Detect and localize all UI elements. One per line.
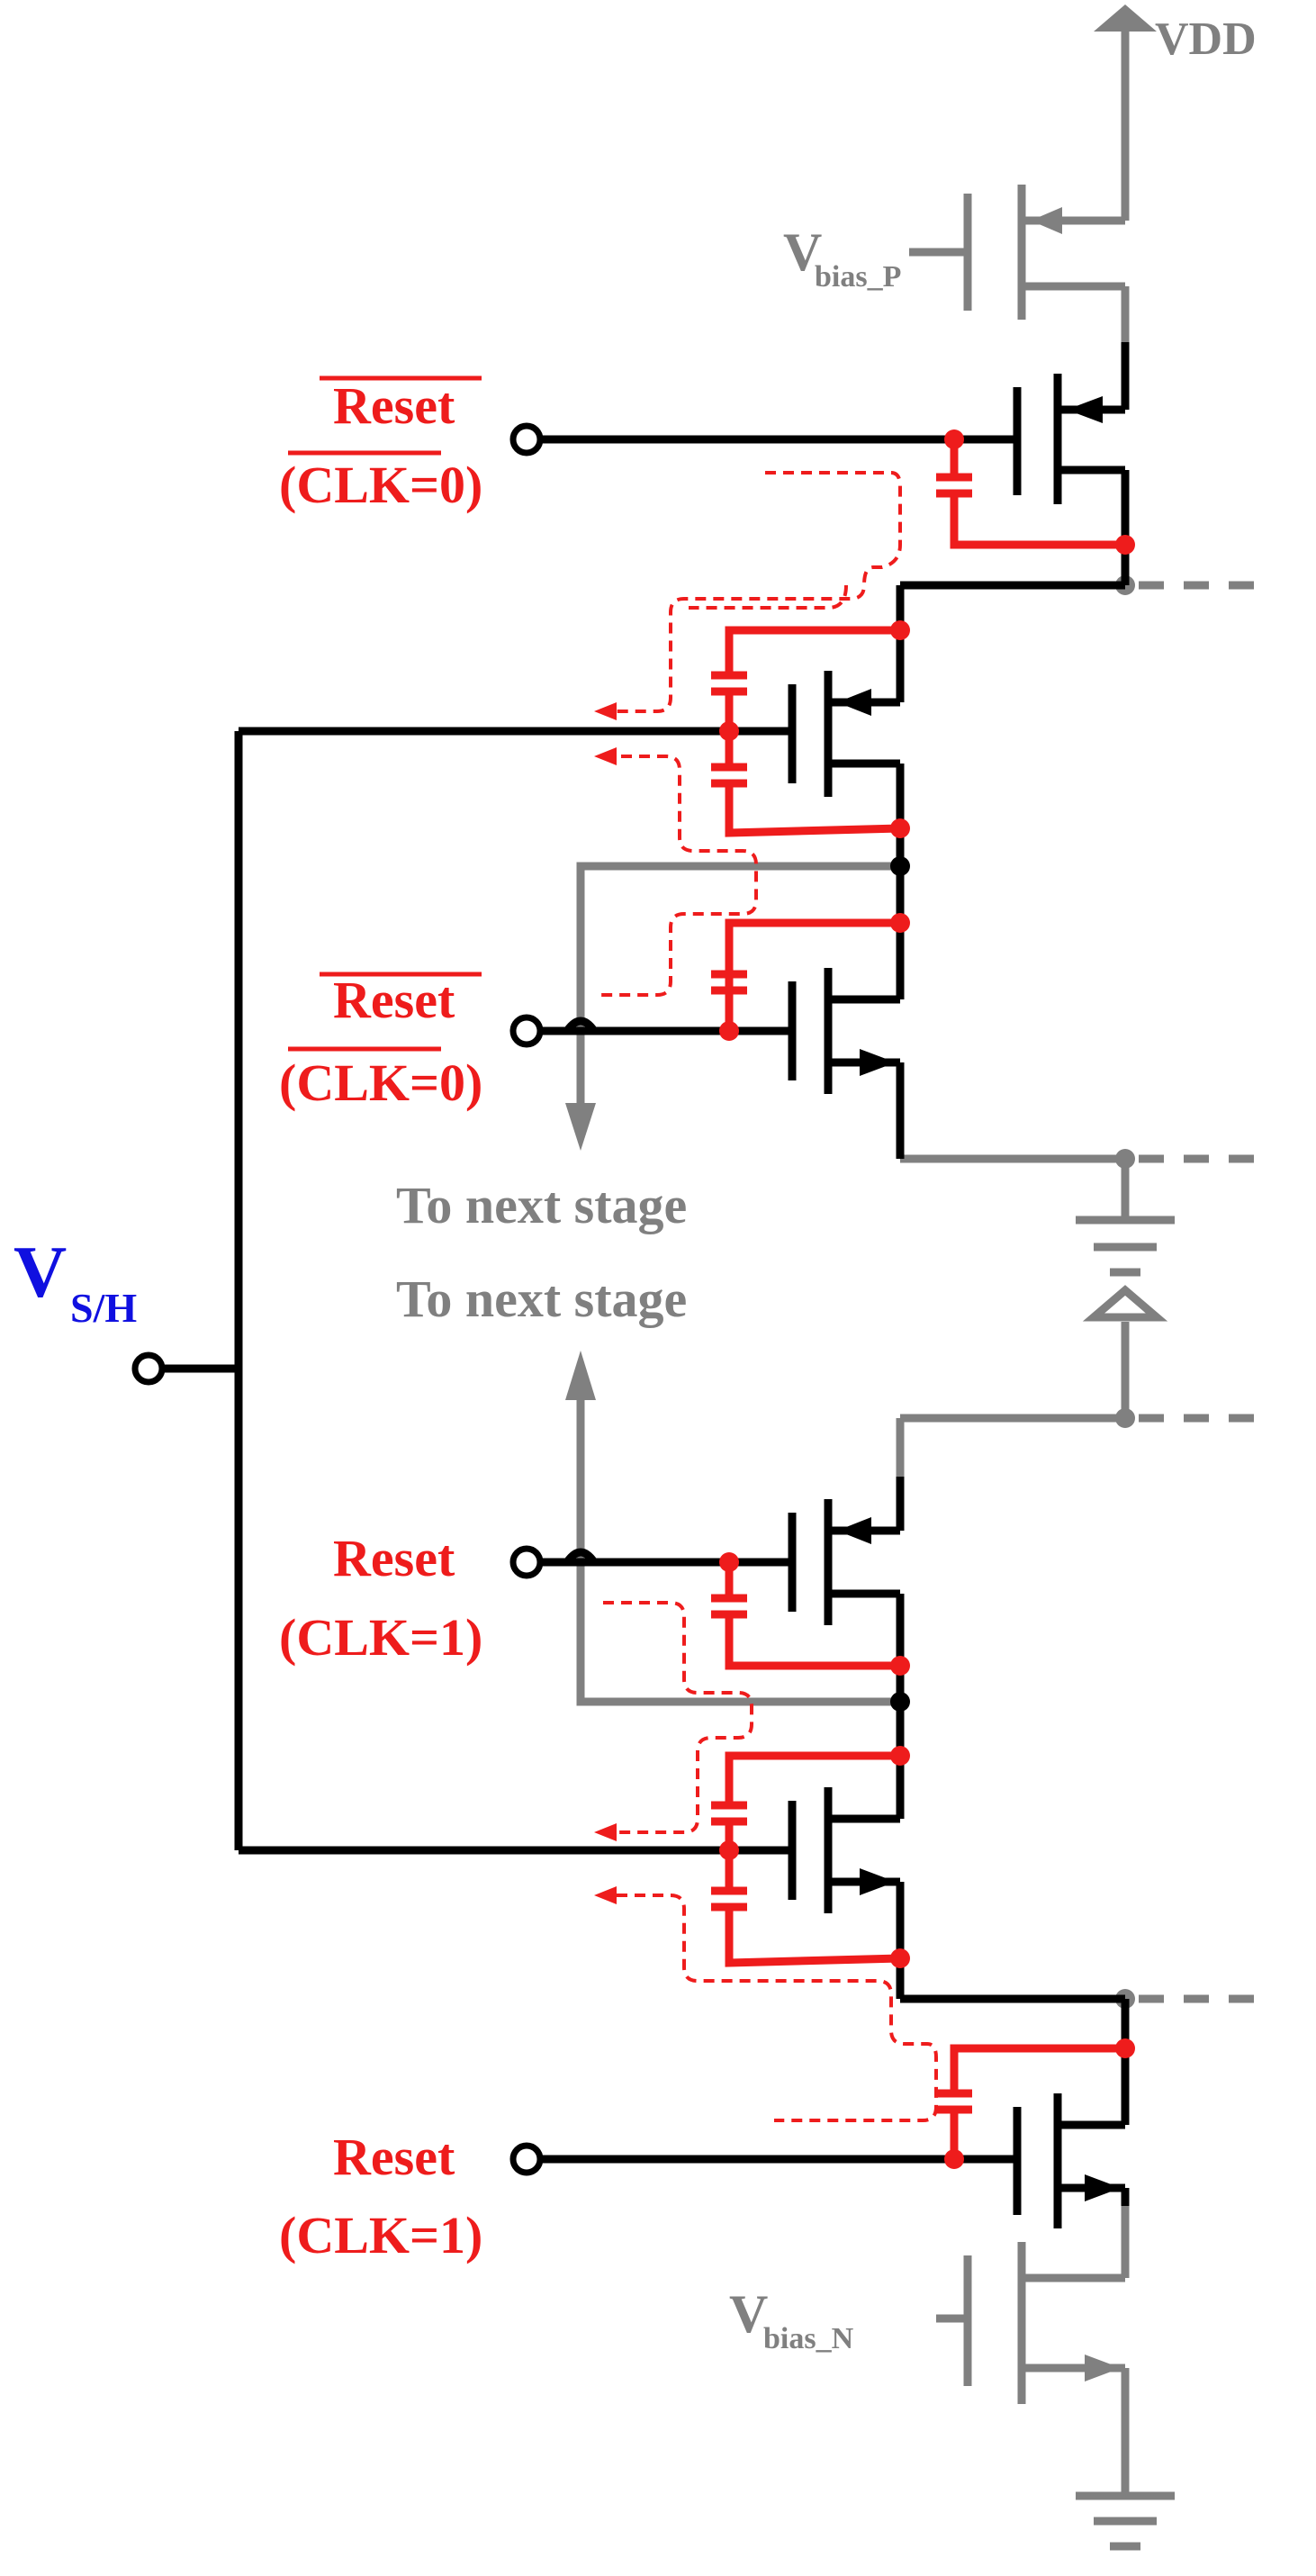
terminals <box>131 422 544 2176</box>
black-nodes <box>890 856 910 1712</box>
svg-text:V: V <box>783 222 822 282</box>
reset-bar-label-1: Reset <box>333 376 455 435</box>
charge-injection-paths <box>599 471 938 2122</box>
nmos-bias-transistor <box>936 2206 1130 2494</box>
vbias-p-label: V bias_P <box>783 222 901 294</box>
parasitic-caps <box>711 439 1125 2159</box>
clk1-label-4: (CLK=1) <box>279 2206 482 2264</box>
continuation-dashes <box>1139 581 1260 2003</box>
svg-text:V: V <box>14 1231 67 1313</box>
svg-text:V: V <box>729 2284 768 2344</box>
red-arrowheads <box>594 702 617 1904</box>
mid-ground-icon <box>896 1154 1175 1477</box>
crossing-hops <box>563 1017 598 1565</box>
clk0-label-2: (CLK=0) <box>279 1053 482 1112</box>
pmos-bias-transistor <box>909 185 1130 342</box>
vdd-supply <box>1062 5 1157 225</box>
reset-label-4: Reset <box>333 2128 455 2186</box>
ground-icon-bottom <box>1076 2491 1175 2551</box>
clk0-label-1: (CLK=0) <box>279 456 482 514</box>
reset-bar-label-2: Reset <box>333 971 455 1029</box>
reset-label-3: Reset <box>333 1529 455 1587</box>
red-nodes <box>719 429 1135 2169</box>
arrow-down-icon <box>565 1103 596 1151</box>
arrow-up-icon <box>565 1351 596 1400</box>
next-stage-label-upper: To next stage <box>396 1176 687 1234</box>
clk1-label-3: (CLK=1) <box>279 1608 482 1667</box>
vsh-label: V S/H <box>14 1231 137 1331</box>
svg-text:bias_N: bias_N <box>763 2322 854 2355</box>
svg-text:bias_P: bias_P <box>815 260 901 294</box>
vdd-label: VDD <box>1155 14 1257 65</box>
main-wiring <box>162 342 1130 2228</box>
vbias-n-label: V bias_N <box>729 2284 854 2355</box>
next-stage-label-lower: To next stage <box>396 1270 687 1328</box>
svg-text:S/H: S/H <box>70 1285 137 1331</box>
next-stage-arrows <box>565 862 900 1706</box>
